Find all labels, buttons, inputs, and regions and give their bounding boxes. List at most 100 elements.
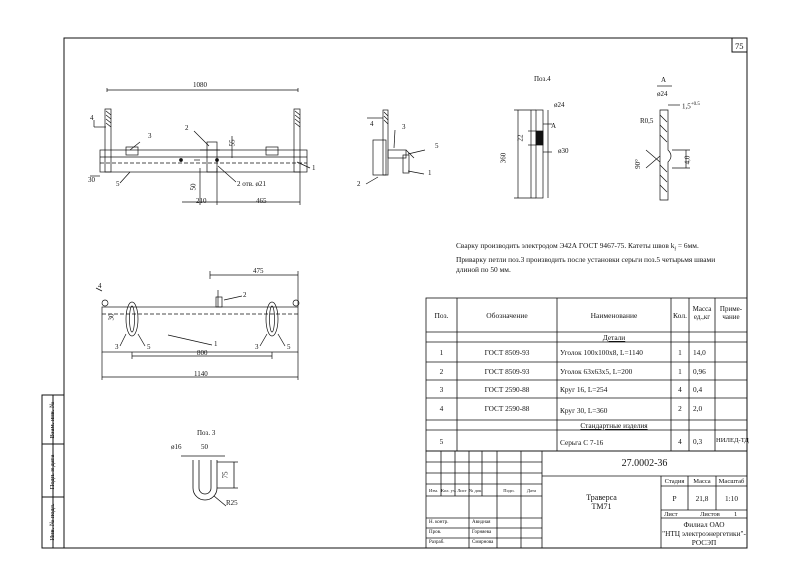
plan-pos-1: 1	[214, 340, 218, 348]
col-head-sign: Подп.	[503, 488, 515, 493]
section-a-view	[645, 85, 690, 201]
plan-pos-3a: 3	[115, 343, 119, 351]
row-pos: 1	[439, 348, 444, 357]
row-name: Уголок 63х63х5, L=200	[560, 367, 633, 376]
pos3-view	[181, 455, 238, 507]
col-head-doc: № док.	[469, 488, 483, 493]
strip-original-inv: Инв. № подл.	[49, 503, 56, 541]
row-pos: 5	[439, 437, 444, 446]
title-line-2: ТМ71	[591, 502, 612, 511]
spec-header-remark: Приме-чание	[719, 305, 743, 321]
row-qty: 4	[678, 437, 682, 446]
row-qty: 1	[678, 348, 682, 357]
scale-value: 1:10	[725, 494, 738, 503]
spec-table-grid	[425, 297, 748, 452]
sheets-label: Листов	[700, 511, 720, 518]
role-checked: Пров.	[429, 530, 442, 535]
strip-sign-date: Подп. и дата	[49, 454, 56, 490]
dim-55: 55	[228, 139, 237, 147]
plan-dim-475: 475	[253, 267, 264, 275]
row-pos: 3	[439, 385, 444, 394]
plan-pos-5a: 5	[147, 343, 151, 351]
holes-label: 2 отв. ø21	[237, 180, 267, 188]
org-line-3: РОСЭП	[691, 538, 717, 547]
pos3-title: Поз. 3	[197, 429, 216, 437]
role-norm-control: Н. контр.	[429, 520, 449, 525]
side-pos-5: 5	[435, 142, 439, 150]
side-view	[365, 109, 426, 185]
row-name: Уголок 100х100х8, L=1140	[560, 348, 643, 357]
row-qty: 4	[678, 385, 682, 394]
pos4-d24: ø24	[554, 101, 565, 109]
sheets-value: 1	[734, 511, 738, 518]
side-pos-4: 4	[370, 120, 374, 128]
spec-header-name: Наименование	[590, 311, 638, 320]
row-name: Серьга С 7-16	[560, 438, 604, 447]
row-qty: 2	[678, 404, 682, 413]
pos-label-1: 1	[312, 164, 316, 172]
pos4-d30: ø30	[558, 147, 569, 155]
row-mass: 0,96	[693, 367, 706, 376]
pos4-title: Поз.4	[534, 75, 551, 83]
row-designation: ГОСТ 2590-88	[484, 404, 530, 413]
scale-label: Масштаб	[718, 478, 745, 485]
pos4-dim-22: 22	[516, 134, 525, 142]
plan-pos-4: 4	[98, 282, 102, 290]
row-name: Круг 16, L=254	[560, 385, 608, 394]
section-a-chamfer: 1,5+0.5	[682, 102, 700, 111]
page-number: 75	[735, 41, 744, 51]
plan-pos-3b: 3	[255, 343, 259, 351]
pos3-radius: R25	[226, 499, 238, 507]
row-name: Круг 30, L=360	[560, 406, 608, 415]
row-qty: 1	[678, 367, 682, 376]
spec-header-qty: Кол.	[673, 311, 687, 320]
row-mass: 2,0	[693, 404, 703, 413]
pos4-view	[514, 109, 552, 199]
name-norm-control: Авидная	[472, 520, 491, 525]
row-remark: НИЛЕД-ТД	[716, 437, 749, 444]
row-pos: 4	[439, 404, 444, 413]
row-mass: 14,0	[693, 348, 706, 357]
row-designation: ГОСТ 2590-88	[484, 385, 530, 394]
plan-view	[95, 271, 300, 380]
pos-label-5: 5	[116, 180, 120, 188]
strip-replace-inv: Взам. инв. №	[49, 401, 56, 439]
role-developed: Разраб.	[429, 540, 445, 545]
row-designation: ГОСТ 8509-93	[484, 367, 530, 376]
side-pos-2: 2	[357, 180, 361, 188]
pos4-section-mark: A	[551, 122, 557, 130]
dim-1080: 1080	[193, 81, 207, 89]
plan-dim-1140: 1140	[194, 370, 208, 378]
col-head-date: Дата	[526, 488, 537, 493]
name-developed: Смирнова	[472, 540, 494, 545]
row-mass: 0,4	[693, 385, 703, 394]
dim-210: 210	[196, 197, 207, 205]
plan-pos-5b: 5	[287, 343, 291, 351]
pos3-dim-50: 50	[201, 443, 208, 451]
pos-label-3: 3	[148, 132, 152, 140]
plan-dim-800: 800	[197, 349, 208, 357]
note-line-3: длиной по 50 мм.	[456, 264, 511, 274]
plan-pos-2: 2	[243, 291, 247, 299]
pos3-d16: ø16	[171, 443, 182, 451]
title-block-grid	[425, 450, 748, 549]
title-line-1: Траверса	[586, 493, 617, 502]
section-a-radius: R0,5	[640, 117, 654, 125]
dim-50: 50	[189, 183, 198, 191]
spec-header-pos: Поз.	[434, 311, 449, 320]
col-head-sheet: Лист	[457, 488, 467, 493]
dim-465: 465	[256, 197, 267, 205]
side-pos-3: 3	[402, 123, 406, 131]
org-line-2: "НТЦ электроэнергетики"-	[662, 529, 746, 538]
row-pos: 2	[439, 367, 444, 376]
col-head-qty: Кол. уч.	[441, 488, 457, 493]
row-mass: 0,3	[693, 437, 703, 446]
org-line-1: Филиал ОАО	[683, 520, 725, 529]
pos-label-4: 4	[90, 114, 94, 122]
side-pos-1: 1	[428, 169, 432, 177]
note-line-1: Сварку производить электродом Э42А ГОСТ …	[456, 241, 699, 253]
section-a-dim-40: 4,0	[683, 155, 692, 165]
col-head-change: Изм.	[428, 488, 439, 493]
